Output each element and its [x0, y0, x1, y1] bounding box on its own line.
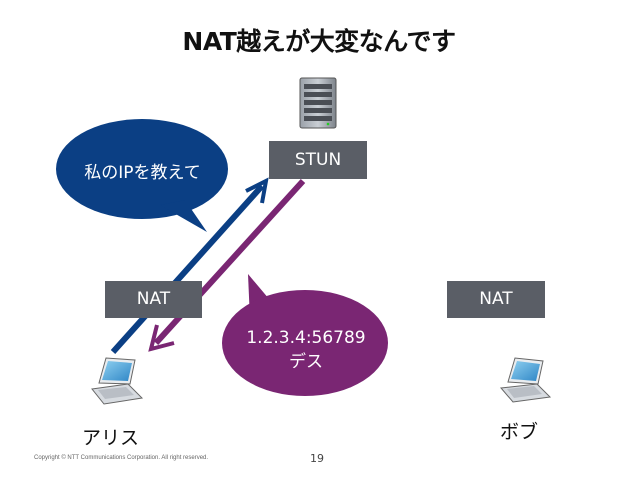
request-speech-bubble — [56, 119, 228, 232]
slide-title: NAT越えが大変なんです — [182, 27, 456, 56]
request-bubble-text: 私のIPを教えて — [84, 163, 201, 183]
bob-label: ボブ — [500, 421, 539, 443]
laptop-icon-bob — [500, 357, 552, 403]
server-icon — [299, 77, 337, 129]
page-number: 19 — [310, 452, 324, 465]
response-suffix: デス — [289, 352, 323, 372]
response-speech-bubble — [222, 274, 388, 396]
copyright-notice: Copyright © NTT Communications Corporati… — [34, 455, 209, 461]
alice-label: アリス — [82, 427, 140, 449]
response-bubble-text: 1.2.3.4:56789 デス — [226, 326, 386, 374]
request-arrow — [110, 177, 269, 355]
stun-server-box: STUN — [269, 141, 367, 179]
response-address: 1.2.3.4:56789 — [246, 328, 366, 348]
laptop-icon-alice — [91, 357, 144, 405]
nat-box-bob: NAT — [447, 281, 545, 318]
nat-box-alice: NAT — [105, 281, 202, 318]
